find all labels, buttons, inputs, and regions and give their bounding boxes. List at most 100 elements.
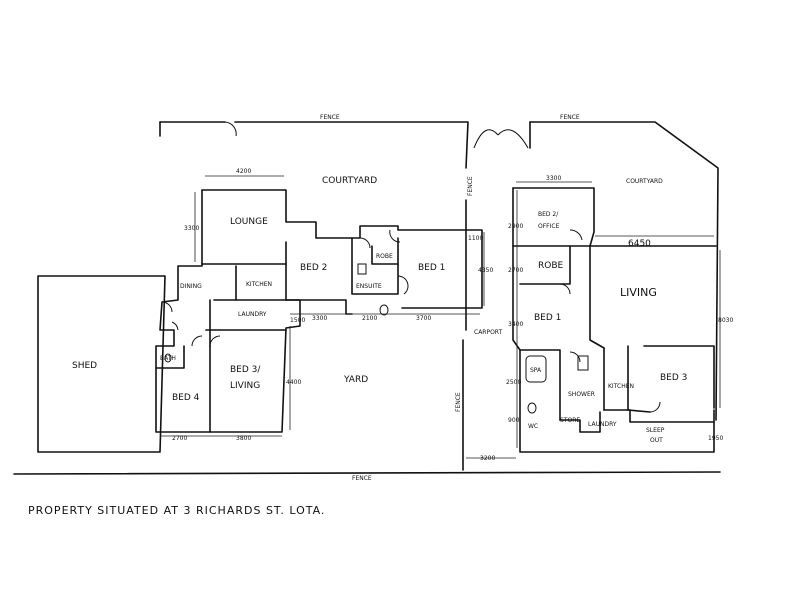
label-robe-right: ROBE xyxy=(538,261,564,271)
dim-2700: 2700 xyxy=(172,435,187,442)
label-spa: SPA xyxy=(530,367,542,374)
label-shed: SHED xyxy=(72,361,97,371)
shed-outline xyxy=(37,275,166,453)
bath-toilet xyxy=(164,353,172,363)
dim-3200: 3200 xyxy=(480,455,495,462)
label-bed3-living-line1: BED 3/ xyxy=(230,365,261,375)
label-store: STORE xyxy=(560,417,580,424)
sleepout-top-wall xyxy=(603,409,715,423)
label-living: LIVING xyxy=(620,286,657,299)
dim-6450: 6450 xyxy=(628,239,651,249)
label-lounge: LOUNGE xyxy=(230,217,268,227)
bed1-door-swing-b xyxy=(397,275,409,295)
dim-1950: 1950 xyxy=(708,435,723,442)
fence-label-top-right: FENCE xyxy=(560,114,580,121)
dimension-lines xyxy=(160,175,721,459)
dim-900: 900 xyxy=(508,417,520,424)
label-bed2-office-line2: OFFICE xyxy=(538,223,560,230)
kitchen-right-right-wall xyxy=(627,345,651,413)
room-labels: SHED LOUNGE COURTYARD DINING KITCHEN BED… xyxy=(72,176,687,444)
label-courtyard-right: COURTYARD xyxy=(626,178,663,185)
office-door-swing xyxy=(569,229,583,241)
label-dining: DINING xyxy=(180,283,202,290)
wc-toilet xyxy=(527,402,537,414)
robe-walls-right xyxy=(519,245,571,285)
living-left-wall xyxy=(589,245,605,349)
double-gate-swing-a xyxy=(473,129,499,149)
ensuite-vanity xyxy=(357,263,367,275)
bed3-door-swing xyxy=(209,335,221,347)
fence-lines xyxy=(13,121,721,475)
ensuite-door-swing xyxy=(359,237,371,249)
shower-door-swing xyxy=(569,351,581,363)
label-shower: SHOWER xyxy=(568,391,595,398)
bed2-walls xyxy=(285,241,353,315)
bed3-right-walls xyxy=(643,345,715,409)
label-ensuite: ENSUITE xyxy=(356,283,382,290)
dim-3800: 3800 xyxy=(236,435,251,442)
fence-label-middle-top: FENCE xyxy=(467,176,474,196)
label-wc: WC xyxy=(528,423,538,430)
label-sleepout-line2: OUT xyxy=(650,437,663,444)
dim-3400: 3400 xyxy=(508,321,523,328)
label-bed2-office-line1: BED 2/ xyxy=(538,211,559,218)
label-yard: YARD xyxy=(343,375,368,385)
shower-tray xyxy=(577,355,589,371)
fence-label-middle-bottom: FENCE xyxy=(455,392,462,412)
label-bed2-left: BED 2 xyxy=(300,263,327,273)
dim-2700-right: 2700 xyxy=(508,267,523,274)
label-bed3-living-line2: LIVING xyxy=(230,381,260,391)
bottom-fence-line xyxy=(13,471,721,475)
left-house-lower-outline xyxy=(155,189,301,433)
dim-4350: 4350 xyxy=(478,267,493,274)
top-right-fence xyxy=(529,121,719,421)
ensuite-toilet xyxy=(379,304,389,316)
fence-labels: FENCE FENCE FENCE FENCE FENCE xyxy=(320,114,580,482)
left-house-upper-outline xyxy=(201,189,483,309)
spa-walls xyxy=(519,349,561,421)
ensuite-walls xyxy=(351,237,399,295)
label-bed1-right: BED 1 xyxy=(534,313,561,323)
dimension-labels: 4200 3300 3300 1100 4350 3300 2100 3700 … xyxy=(172,168,733,462)
label-robe-left: ROBE xyxy=(376,253,393,260)
dim-lounge-height: 3300 xyxy=(184,225,199,232)
right-house-left-outline xyxy=(512,187,715,453)
right-house xyxy=(512,187,717,453)
label-kitchen-right: KITCHEN xyxy=(608,383,634,390)
label-laundry: LAUNDRY xyxy=(238,311,267,318)
spa-tub xyxy=(525,355,547,383)
dim-bed2-office-width: 3300 xyxy=(546,175,561,182)
store-walls xyxy=(559,411,601,433)
label-kitchen: KITCHEN xyxy=(246,281,272,288)
dim-2500: 2500 xyxy=(506,379,521,386)
double-gate-swing-b xyxy=(497,129,529,149)
property-caption: PROPERTY SITUATED AT 3 RICHARDS ST. LOTA… xyxy=(28,504,325,517)
dim-1100: 1100 xyxy=(468,235,483,242)
label-bed3-right: BED 3 xyxy=(660,373,687,383)
dim-3300-yard: 3300 xyxy=(312,315,327,322)
label-courtyard-left: COURTYARD xyxy=(322,176,377,186)
bed1-door-swing xyxy=(389,229,401,243)
kitchen-walls xyxy=(213,265,287,301)
front-gate-swing xyxy=(224,121,237,137)
laundry-door-swing xyxy=(171,321,179,331)
left-house xyxy=(155,189,483,433)
label-bed4: BED 4 xyxy=(172,393,200,403)
label-bed1-left: BED 1 xyxy=(418,263,445,273)
label-laundry-right: LAUNDRY xyxy=(588,421,617,428)
dining-door-swing xyxy=(161,301,173,313)
dim-3700: 3700 xyxy=(416,315,431,322)
bath-walls xyxy=(155,345,185,369)
dim-1500: 1500 xyxy=(290,317,305,324)
fence-label-bottom: FENCE xyxy=(352,475,372,482)
top-left-fence-b xyxy=(234,121,469,169)
bed3-door-swing-right xyxy=(649,401,661,413)
label-sleepout-line1: SLEEP xyxy=(646,427,665,434)
dim-4400: 4400 xyxy=(286,379,301,386)
dim-2900: 2900 xyxy=(508,223,523,230)
robe-door-swing xyxy=(559,283,571,295)
label-carport: CARPORT xyxy=(474,329,503,336)
fence-label-top-left: FENCE xyxy=(320,114,340,121)
